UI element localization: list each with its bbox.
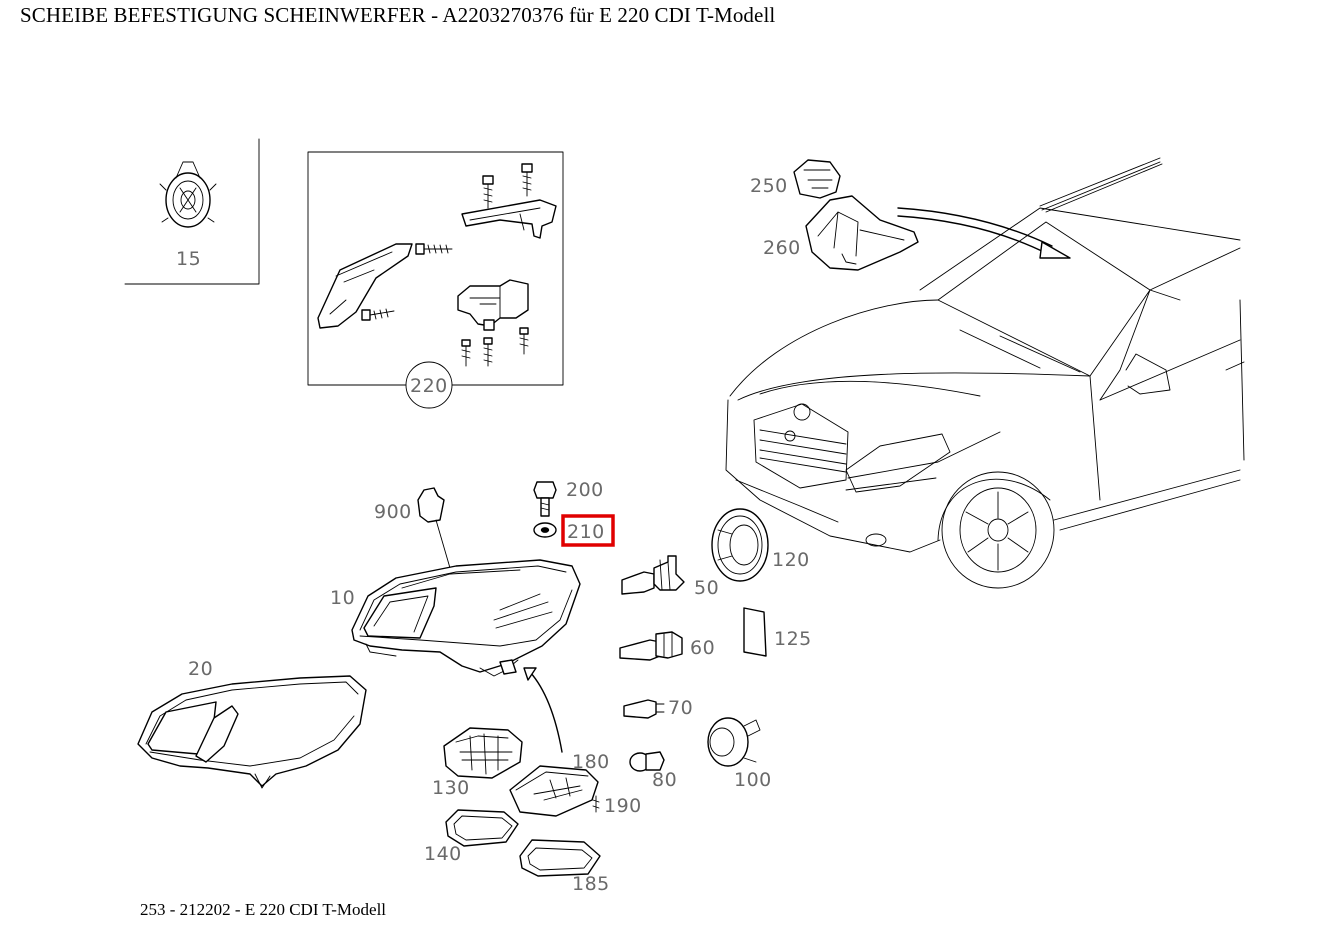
label-15[interactable]: 15 bbox=[176, 248, 201, 270]
label-70[interactable]: 70 bbox=[668, 697, 693, 719]
label-50[interactable]: 50 bbox=[694, 577, 719, 599]
label-210[interactable]: 210 bbox=[567, 521, 605, 543]
label-140[interactable]: 140 bbox=[424, 843, 462, 865]
part-180-drawing[interactable] bbox=[509, 765, 599, 817]
label-120[interactable]: 120 bbox=[772, 549, 810, 571]
part-260-drawing[interactable] bbox=[805, 195, 919, 271]
part-220-drawing[interactable] bbox=[317, 163, 557, 367]
label-125[interactable]: 125 bbox=[774, 628, 812, 650]
label-250[interactable]: 250 bbox=[750, 175, 788, 197]
part-125-drawing[interactable] bbox=[743, 607, 767, 657]
arrow-180 bbox=[523, 667, 563, 753]
part-50-drawing[interactable] bbox=[621, 555, 685, 595]
diagram-footer-caption: 253 - 212202 - E 220 CDI T-Modell bbox=[140, 900, 387, 919]
part-210-drawing[interactable] bbox=[533, 522, 557, 538]
vehicle-drawing bbox=[725, 157, 1245, 589]
arrow-to-windshield bbox=[897, 207, 1071, 259]
part-60-drawing[interactable] bbox=[619, 631, 683, 661]
part-900-drawing[interactable] bbox=[417, 487, 451, 569]
part-140-drawing[interactable] bbox=[445, 809, 519, 847]
label-100[interactable]: 100 bbox=[734, 769, 772, 791]
part-130-drawing[interactable] bbox=[443, 727, 523, 779]
highlight-box-210 bbox=[561, 514, 615, 547]
part-70-drawing[interactable] bbox=[623, 699, 665, 719]
part-250-drawing[interactable] bbox=[793, 159, 841, 199]
label-200[interactable]: 200 bbox=[566, 479, 604, 501]
part-20-drawing[interactable] bbox=[137, 675, 367, 789]
label-20[interactable]: 20 bbox=[188, 658, 213, 680]
label-130[interactable]: 130 bbox=[432, 777, 470, 799]
label-60[interactable]: 60 bbox=[690, 637, 715, 659]
label-260[interactable]: 260 bbox=[763, 237, 801, 259]
part-200-drawing[interactable] bbox=[533, 481, 557, 517]
label-180[interactable]: 180 bbox=[572, 751, 610, 773]
part-100-drawing[interactable] bbox=[707, 717, 761, 767]
label-900[interactable]: 900 bbox=[374, 501, 412, 523]
page-title: SCHEIBE BEFESTIGUNG SCHEINWERFER - A2203… bbox=[20, 3, 776, 27]
part-120-drawing[interactable] bbox=[711, 508, 769, 582]
part-15-drawing[interactable] bbox=[159, 161, 217, 228]
part-10-drawing[interactable] bbox=[351, 559, 581, 677]
inset-frame-220 bbox=[307, 151, 564, 409]
label-185[interactable]: 185 bbox=[572, 873, 610, 895]
label-10[interactable]: 10 bbox=[330, 587, 355, 609]
inset-frame-15 bbox=[124, 138, 260, 285]
part-190-drawing[interactable] bbox=[592, 795, 600, 813]
label-190[interactable]: 190 bbox=[604, 795, 642, 817]
label-220[interactable]: 220 bbox=[410, 375, 448, 397]
part-185-drawing[interactable] bbox=[519, 839, 601, 877]
part-80-drawing[interactable] bbox=[629, 751, 665, 772]
label-80[interactable]: 80 bbox=[652, 769, 677, 791]
